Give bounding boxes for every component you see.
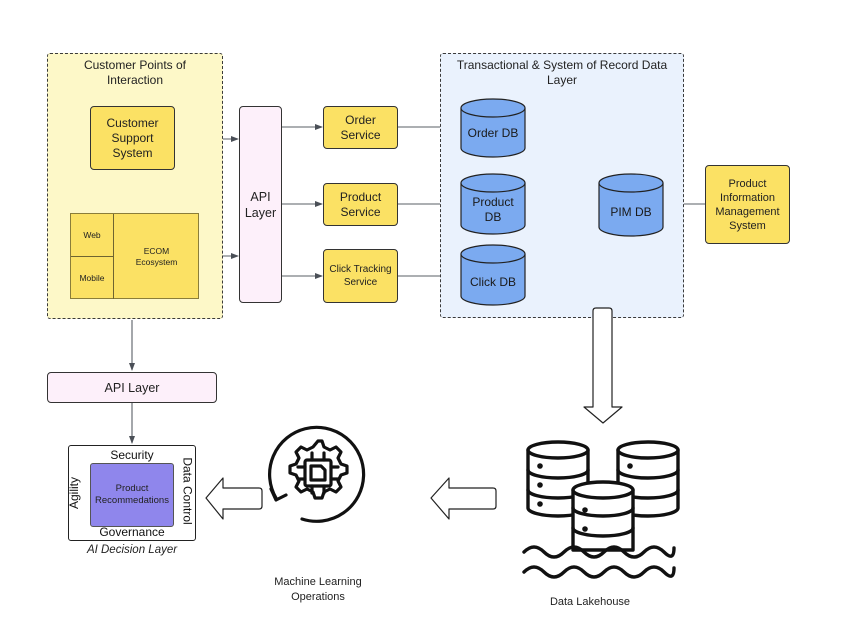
ai-agility-label: Agility (67, 476, 82, 510)
web-channel[interactable]: Web (71, 214, 114, 257)
cylinder-icon (598, 173, 664, 237)
customer-support-label: Customer Support System (106, 115, 159, 160)
data-group-title: Transactional & System of Record Data La… (456, 58, 668, 87)
cylinder-icon (460, 244, 526, 306)
cylinder-icon (460, 98, 526, 158)
api-layer-horizontal[interactable]: API Layer (47, 372, 217, 403)
pim-db[interactable]: PIM DB (598, 173, 664, 237)
mlops-label: Machine Learning Operations (274, 576, 362, 603)
order-service[interactable]: Order Service (323, 106, 398, 149)
product-recommendations[interactable]: Product Recommedations (90, 463, 174, 527)
order-db[interactable]: Order DB (460, 98, 526, 158)
api-layer-vertical[interactable]: API Layer (239, 106, 282, 303)
product-db[interactable]: Product DB (460, 173, 526, 235)
ai-security-label: Security (110, 448, 154, 462)
mlops-gear-chip-icon (268, 425, 366, 523)
api-layer-vertical-label: API Layer (244, 189, 277, 220)
ecom-ecosystem[interactable]: Web Mobile ECOM Ecosystem (70, 213, 199, 299)
click-tracking-service[interactable]: Click Tracking Service (323, 249, 398, 303)
data-lakehouse-label: Data Lakehouse (549, 596, 631, 608)
ai-decision-caption: AI Decision Layer (86, 544, 178, 556)
cylinder-icon (460, 173, 526, 235)
ai-governance-label: Governance (99, 525, 165, 539)
customer-support-system[interactable]: Customer Support System (90, 106, 175, 170)
product-service[interactable]: Product Service (323, 183, 398, 226)
pim-system[interactable]: Product Information Management System (705, 165, 790, 244)
customer-group-title: Customer Points of Interaction (83, 58, 187, 87)
click-db[interactable]: Click DB (460, 244, 526, 306)
ai-data-control-label: Data Control (180, 457, 195, 525)
mobile-channel[interactable]: Mobile (71, 257, 114, 299)
data-lakehouse-icon (522, 440, 680, 579)
ecom-ecosystem-label-cell: ECOM Ecosystem (135, 245, 178, 267)
ai-decision-layer[interactable]: Security Governance Agility Data Control… (67, 445, 196, 541)
